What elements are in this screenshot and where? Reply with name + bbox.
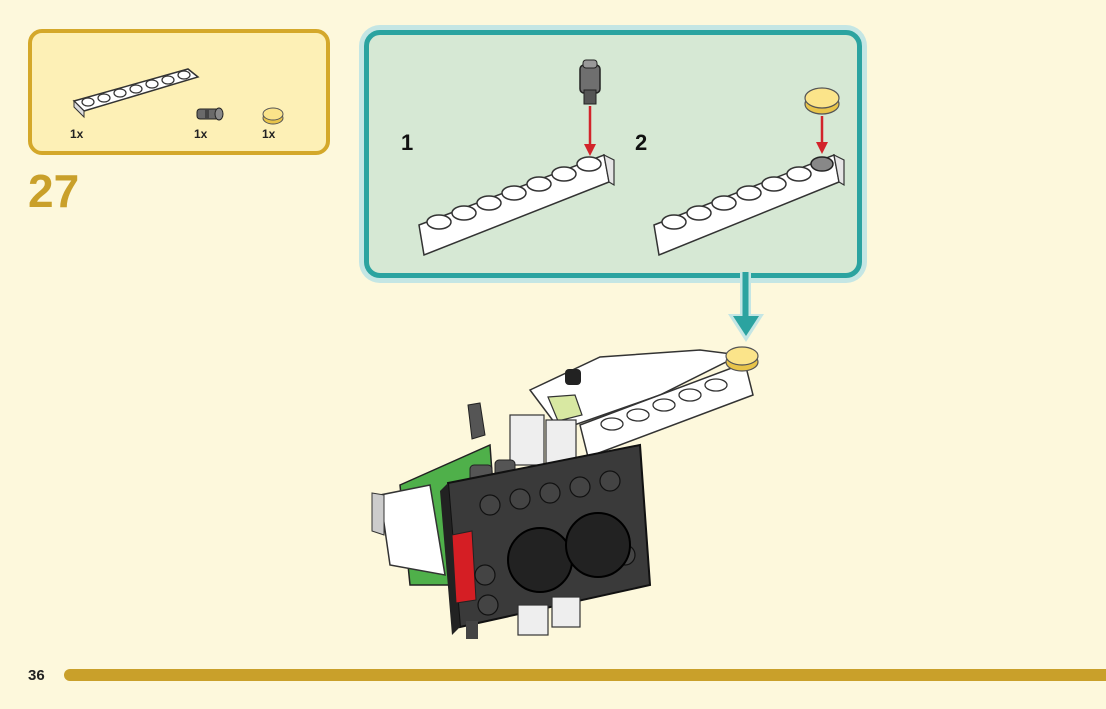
substep-number-2: 2 — [635, 130, 648, 155]
parts-callout: 1x 1x 1x — [28, 29, 330, 155]
connector-arrow — [728, 272, 764, 342]
page-footer-bar — [64, 669, 1106, 681]
yellow-round-tile-icon — [262, 107, 284, 125]
white-beam-icon — [72, 68, 200, 119]
part-qty-tile: 1x — [262, 127, 276, 141]
part-qty-beam: 1x — [70, 127, 84, 141]
part-qty-pin: 1x — [194, 127, 208, 141]
model-assembly-illustration — [371, 346, 759, 639]
page-number: 36 — [28, 667, 45, 684]
substep-number-1: 1 — [401, 130, 414, 155]
substeps-panel: 1 2 — [364, 30, 862, 278]
step-number: 27 — [28, 165, 80, 217]
substep-2-illustration — [653, 87, 845, 257]
dark-pin-icon — [196, 107, 224, 121]
substep-1-illustration — [418, 59, 615, 257]
